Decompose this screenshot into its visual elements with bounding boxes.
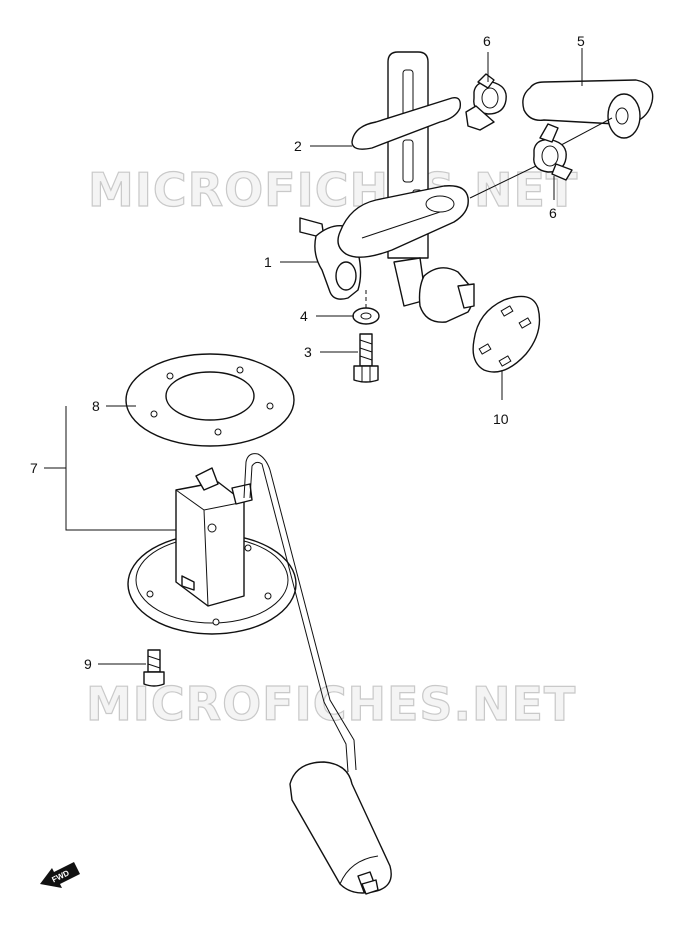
fwd-arrow-icon: FWD [40,862,80,888]
callout-3: 3 [304,344,312,360]
part-5-fuel-hose [522,79,654,153]
callout-4: 4 [300,308,308,324]
part-6-clip-lower [533,123,573,181]
callout-7: 7 [30,460,38,476]
watermark-bottom: MICROFICHES.NET [86,677,576,731]
callout-8: 8 [92,398,100,414]
callout-6-lower: 6 [549,205,557,221]
part-4-washer [352,307,380,325]
hose-dashline [469,165,537,199]
part-3-bolt [353,333,379,383]
part-6-clip-upper [465,73,507,131]
callout-6-upper: 6 [483,33,491,49]
callout-1: 1 [264,254,272,270]
watermark-top: MICROFICHES.NET [88,163,578,217]
part-8-gasket [125,353,295,447]
callout-10: 10 [493,411,509,427]
part-10-plate [472,295,541,373]
leader-lines [44,48,583,665]
callout-9: 9 [84,656,92,672]
part-7-fuel-gauge-assembly [127,453,392,895]
part-9-bolt [143,649,165,687]
part-1-fuel-cock [299,185,475,323]
callout-2: 2 [294,138,302,154]
callout-5: 5 [577,33,585,49]
